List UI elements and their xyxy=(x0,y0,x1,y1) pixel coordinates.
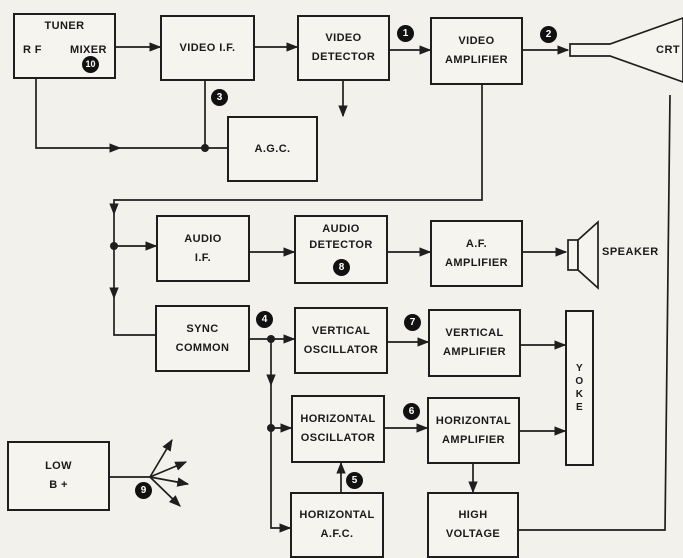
agc-block: A.G.C. xyxy=(227,116,318,182)
test-point-badge-1: 1 xyxy=(397,25,414,42)
yoke-block: Y O K E xyxy=(565,310,594,466)
tuner-title: TUNER xyxy=(44,20,85,32)
test-point-badge-8: 8 xyxy=(333,259,350,276)
crt-label: CRT xyxy=(655,44,682,56)
test-point-badge-7: 7 xyxy=(404,314,421,331)
horizontal-amplifier-line1: HORIZONTAL xyxy=(435,414,512,427)
horizontal-oscillator-line1: HORIZONTAL xyxy=(300,413,376,425)
high-voltage-line1: HIGH xyxy=(458,509,488,521)
low-b-plus-block: LOW B + xyxy=(7,441,110,511)
wire-videoamp-down xyxy=(109,85,483,216)
tuner-block: TUNER R F MIXER xyxy=(13,13,116,79)
speaker-cone xyxy=(577,220,599,290)
junction-sync xyxy=(267,335,275,343)
crt-tube xyxy=(569,17,683,83)
yoke-letter-y: Y xyxy=(575,363,584,374)
speaker-magnet xyxy=(567,239,579,271)
yoke-letter-k: K xyxy=(575,389,584,400)
vertical-amplifier-line2: AMPLIFIER xyxy=(443,346,506,358)
af-amplifier-line1: A.F. xyxy=(465,237,488,250)
vertical-amplifier-line1: VERTICAL xyxy=(445,327,504,339)
audio-if-line2: I.F. xyxy=(194,251,212,264)
horizontal-oscillator-line2: OSCILLATOR xyxy=(300,432,376,444)
test-point-badge-10: 10 xyxy=(82,56,99,73)
low-b-plus-line2: B + xyxy=(49,479,68,491)
horizontal-afc-line1: HORIZONTAL xyxy=(299,509,375,521)
wire-lowb-branch-2 xyxy=(149,461,188,478)
vertical-oscillator-block: VERTICAL OSCILLATOR xyxy=(294,307,388,374)
audio-detector-line2: DETECTOR xyxy=(309,239,373,251)
high-voltage-line2: VOLTAGE xyxy=(445,528,501,540)
af-amplifier-block: A.F. AMPLIFIER xyxy=(430,220,523,287)
wire-lowb-branch-3 xyxy=(149,476,190,487)
yoke-letter-e: E xyxy=(575,402,584,413)
horizontal-oscillator-block: HORIZONTAL OSCILLATOR xyxy=(291,395,385,463)
tuner-rf-label: R F xyxy=(23,44,42,56)
yoke-letter-o: O xyxy=(575,376,584,387)
video-amplifier-line1: VIDEO xyxy=(458,35,495,47)
video-detector-line1: VIDEO xyxy=(325,32,362,44)
junction-horizontal xyxy=(267,424,275,432)
horizontal-amplifier-block: HORIZONTAL AMPLIFIER xyxy=(427,397,520,464)
test-point-badge-4: 4 xyxy=(256,311,273,328)
video-amplifier-block: VIDEO AMPLIFIER xyxy=(430,17,523,85)
video-amplifier-line2: AMPLIFIER xyxy=(445,54,508,66)
audio-detector-line1: AUDIO xyxy=(322,223,360,235)
high-voltage-block: HIGH VOLTAGE xyxy=(427,492,519,558)
test-point-badge-3: 3 xyxy=(211,89,228,106)
vertical-oscillator-line1: VERTICAL xyxy=(311,324,371,337)
horizontal-afc-block: HORIZONTAL A.F.C. xyxy=(290,492,384,558)
sync-common-block: SYNC COMMON xyxy=(155,305,250,372)
video-detector-line2: DETECTOR xyxy=(311,51,376,63)
test-point-badge-2: 2 xyxy=(540,26,557,43)
junction-agc xyxy=(201,144,209,152)
wire-lowb-branch-4 xyxy=(149,476,181,507)
video-if-label: VIDEO I.F. xyxy=(179,41,236,54)
video-detector-block: VIDEO DETECTOR xyxy=(297,15,390,81)
wire-node-to-hafc xyxy=(270,428,292,533)
af-amplifier-line2: AMPLIFIER xyxy=(445,256,508,269)
video-if-block: VIDEO I.F. xyxy=(160,15,255,81)
wire-lowb-branch-1 xyxy=(149,438,173,478)
sync-common-line2: COMMON xyxy=(175,341,230,354)
test-point-badge-6: 6 xyxy=(403,403,420,420)
low-b-plus-line1: LOW xyxy=(45,460,72,472)
vertical-oscillator-line2: OSCILLATOR xyxy=(303,343,379,356)
speaker-label: SPEAKER xyxy=(602,246,659,258)
wire-hv-to-crt xyxy=(519,94,671,531)
horizontal-afc-line2: A.F.C. xyxy=(320,528,354,540)
junction-audio xyxy=(110,242,118,250)
tuner-mixer-label: MIXER xyxy=(70,44,107,56)
test-point-badge-9: 9 xyxy=(135,482,152,499)
vertical-amplifier-block: VERTICAL AMPLIFIER xyxy=(428,309,521,377)
wire-rf-to-agc-bus xyxy=(35,79,122,153)
sync-common-line1: SYNC xyxy=(186,322,219,335)
audio-if-block: AUDIO I.F. xyxy=(156,215,250,282)
test-point-badge-5: 5 xyxy=(346,472,363,489)
agc-label: A.G.C. xyxy=(254,142,291,155)
audio-if-line1: AUDIO xyxy=(184,232,222,245)
horizontal-amplifier-line2: AMPLIFIER xyxy=(442,433,505,446)
wire-trunk-to-sync xyxy=(113,298,155,336)
